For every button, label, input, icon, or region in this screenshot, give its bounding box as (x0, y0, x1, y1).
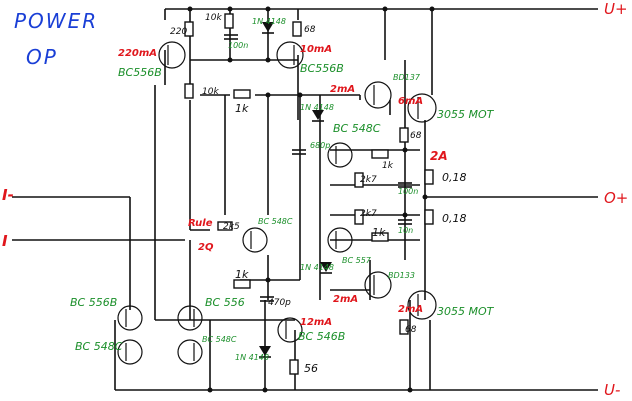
label-c1: 100n (228, 41, 248, 50)
label-q9: BC 557 (342, 256, 372, 265)
label-r6: 2k5 (223, 222, 240, 232)
label-r3: 68 (304, 25, 316, 35)
label-q13: BC 548C (202, 335, 237, 344)
label-q14: BC 556B (70, 296, 117, 309)
label-r11: 2k7 (360, 209, 377, 219)
label-i7: 2mA (398, 304, 423, 315)
label-q10: BC 546B (298, 330, 345, 343)
label-r4: 10k (202, 87, 219, 97)
label-i3: 2mA (330, 84, 355, 95)
label-r10: 2k7 (360, 175, 377, 185)
label-q11: BC 556 (205, 296, 245, 309)
label-i1: 220mA (118, 48, 157, 59)
port-out-plus: O+ (604, 189, 628, 207)
label-i8: 12mA (300, 317, 332, 328)
label-q7: 3055 MOT (437, 305, 495, 318)
diode-labels: 1N 4148 1N 4148 1N 4148 1N 4148 (235, 17, 334, 362)
transistor-symbols (117, 41, 437, 365)
subtitle-text: OP (26, 45, 58, 69)
label-q3: BD137 (393, 73, 421, 82)
resistor-bodies (184, 13, 434, 375)
label-r16: 56 (304, 362, 318, 375)
current-labels: 220mA 10mA 2mA 6mA 2A 2mA 2mA 12mA Rule … (118, 44, 448, 328)
label-r1: 220 (170, 27, 187, 37)
label-c3: 100n (398, 187, 418, 196)
label-q8: BC 548C (258, 217, 293, 226)
label-i5: 2A (430, 149, 448, 163)
label-i4: 6mA (398, 96, 423, 107)
title-text: POWER (14, 9, 98, 33)
label-r5: 1k (235, 102, 249, 115)
supply-rails (12, 8, 598, 391)
label-d1: 1N 4148 (252, 17, 286, 26)
resistor-labels: 220 10k 68 10k 1k 2k5 1k 68 1k 2k7 2k7 1… (170, 13, 467, 375)
label-r15: 68 (405, 325, 417, 335)
wiring (114, 9, 433, 390)
label-r13: 0,18 (442, 171, 467, 184)
label-zq: 2Q (198, 242, 214, 253)
label-d4: 1N 4148 (235, 353, 269, 362)
label-q2: BC556B (300, 62, 344, 75)
label-d2: 1N 4148 (300, 103, 334, 112)
transistor-labels: BC556B BC556B BD137 3055 MOT BC 548C BD1… (70, 62, 495, 353)
port-v-plus: U+ (604, 0, 628, 18)
label-q5: BC 548C (333, 122, 381, 135)
label-q6: BD133 (388, 271, 415, 280)
label-rule: Rule (188, 218, 213, 229)
label-i2: 10mA (300, 44, 332, 55)
label-q1: BC556B (118, 66, 162, 79)
junctions (187, 6, 435, 393)
label-r14: 0,18 (442, 212, 467, 225)
label-c4: 10n (398, 226, 413, 235)
label-r2: 10k (205, 13, 222, 23)
label-d3: 1N 4148 (300, 263, 334, 272)
capacitor-plates (224, 34, 412, 302)
label-r12: 1k (372, 226, 386, 239)
diode-symbols (259, 22, 332, 358)
port-in-plus: I (2, 232, 8, 250)
label-c5: 470p (268, 298, 291, 308)
label-q4: 3055 MOT (437, 108, 495, 121)
label-q12: BC 548C (75, 340, 123, 353)
label-c2: 680p (310, 141, 330, 150)
label-r9: 1k (382, 161, 394, 171)
label-i6: 2mA (333, 294, 358, 305)
port-v-minus: U- (604, 381, 620, 399)
capacitor-labels: 100n 680p 100n 10n 470p (228, 41, 418, 308)
label-r8: 68 (410, 131, 422, 141)
port-in-minus: I- (2, 186, 14, 204)
label-r7: 1k (235, 268, 249, 281)
